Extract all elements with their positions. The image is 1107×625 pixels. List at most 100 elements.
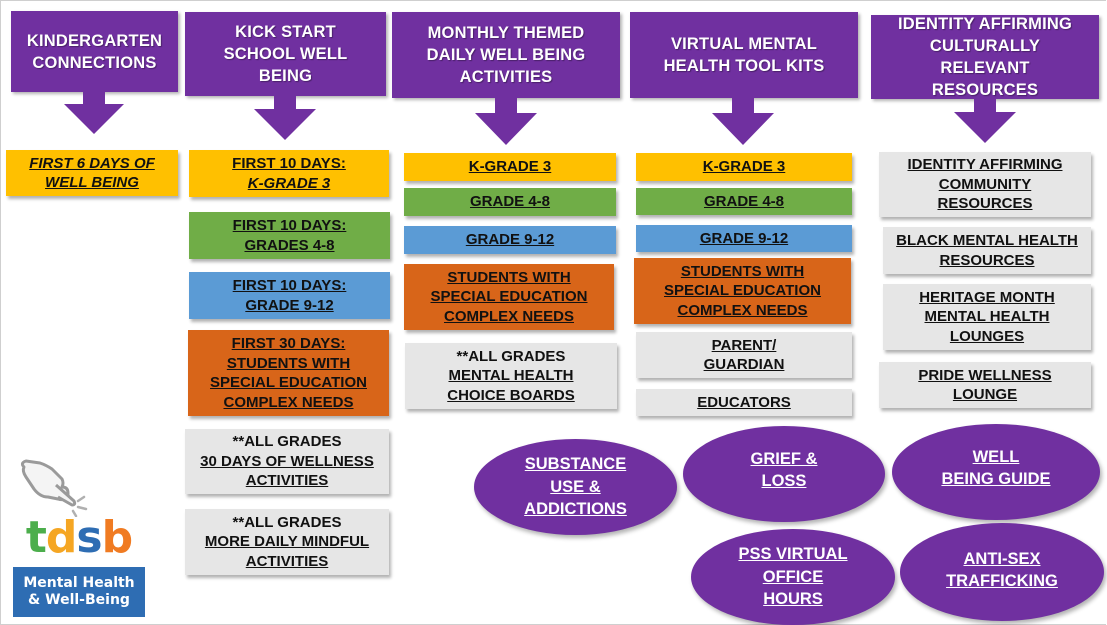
link-text: COMPLEX NEEDS xyxy=(677,301,808,319)
link-toolkit-4-8[interactable]: GRADE 4-8 xyxy=(636,188,852,215)
link-text: GRADES 4-8 xyxy=(244,236,335,254)
logo-letter: b xyxy=(101,512,133,563)
header-virtual-toolkits: VIRTUAL MENTAL HEALTH TOOL KITS xyxy=(630,12,858,98)
link-text: GRIEF & xyxy=(750,449,818,468)
logo-letter: t xyxy=(25,512,47,563)
link-black-mental-health[interactable]: BLACK MENTAL HEALTH RESOURCES xyxy=(883,227,1091,274)
link-text: LOUNGE xyxy=(952,386,1018,403)
link-first-6-days[interactable]: FIRST 6 DAYS OF WELL BEING xyxy=(6,150,178,196)
link-text: K-GRADE 3 xyxy=(702,158,786,176)
link-text: TRAFFICKING xyxy=(946,572,1058,590)
link-grief-loss[interactable]: GRIEF & LOSS xyxy=(683,426,885,522)
link-anti-sex-trafficking[interactable]: ANTI-SEX TRAFFICKING xyxy=(900,523,1104,621)
link-text: GRADE 4-8 xyxy=(469,193,551,211)
header-line: ACTIVITIES xyxy=(459,68,553,86)
link-text: HOURS xyxy=(763,590,823,609)
link-text: IDENTITY AFFIRMING xyxy=(907,156,1063,174)
link-text: FIRST 6 DAYS OF xyxy=(29,154,155,172)
link-text: CHOICE BOARDS xyxy=(447,386,575,404)
link-monthly-k-3[interactable]: K-GRADE 3 xyxy=(404,153,616,181)
link-pride-wellness-lounge[interactable]: PRIDE WELLNESS LOUNGE xyxy=(879,362,1091,408)
down-arrow-icon xyxy=(475,97,537,145)
link-toolkit-educators[interactable]: EDUCATORS xyxy=(636,389,852,416)
link-text: FIRST 10 DAYS: xyxy=(232,217,347,234)
link-toolkit-k-3[interactable]: K-GRADE 3 xyxy=(636,153,852,181)
link-toolkit-9-12[interactable]: GRADE 9-12 xyxy=(636,225,852,252)
link-prefix: **ALL GRADES xyxy=(232,513,342,531)
down-arrow-icon xyxy=(64,91,124,134)
tdsb-logo: tdsb Mental Health & Well-Being xyxy=(10,455,148,617)
header-line: RESOURCES xyxy=(931,81,1039,99)
link-text: ADDICTIONS xyxy=(524,500,627,519)
header-line: KINDERGARTEN xyxy=(26,31,163,50)
tdsb-wordmark: tdsb xyxy=(10,515,148,561)
link-text: STUDENTS WITH xyxy=(447,268,571,286)
link-text: COMPLEX NEEDS xyxy=(223,393,354,411)
link-text: RESOURCES xyxy=(939,251,1035,269)
pointing-hand-icon xyxy=(20,459,88,517)
link-text: STUDENTS WITH xyxy=(226,354,351,372)
link-monthly-4-8[interactable]: GRADE 4-8 xyxy=(404,188,616,216)
header-line: IDENTITY AFFIRMING xyxy=(897,15,1073,33)
link-prefix: **ALL GRADES xyxy=(232,433,342,451)
header-line: VIRTUAL MENTAL xyxy=(670,35,818,53)
link-text: USE & xyxy=(550,477,601,496)
link-text: PSS VIRTUAL xyxy=(738,545,848,564)
link-text: K-GRADE 3 xyxy=(247,174,331,192)
link-text: COMMUNITY xyxy=(938,175,1032,193)
down-arrow-icon xyxy=(254,95,316,140)
link-text: HERITAGE MONTH xyxy=(919,288,1055,306)
link-text: OFFICE xyxy=(762,567,824,586)
link-text: LOSS xyxy=(761,472,807,490)
link-first-10-days-k-3[interactable]: FIRST 10 DAYS:K-GRADE 3 xyxy=(189,150,389,197)
link-text: PRIDE WELLNESS xyxy=(918,366,1052,384)
down-arrow-icon xyxy=(954,98,1016,143)
link-text: SPECIAL EDUCATION xyxy=(430,288,588,306)
link-text: WELL BEING xyxy=(45,174,139,191)
link-first-10-days-9-12[interactable]: FIRST 10 DAYS: GRADE 9-12 xyxy=(189,272,390,319)
link-text: PARENT/ xyxy=(711,336,777,354)
link-substance-use-addictions[interactable]: SUBSTANCE USE & ADDICTIONS xyxy=(474,439,677,535)
link-first-10-days-4-8[interactable]: FIRST 10 DAYS: GRADES 4-8 xyxy=(189,212,390,259)
header-line: CULTURALLY xyxy=(929,37,1041,55)
link-text: MENTAL HEALTH xyxy=(924,308,1050,326)
link-pss-virtual-office-hours[interactable]: PSS VIRTUAL OFFICE HOURS xyxy=(691,529,895,625)
link-text: COMPLEX NEEDS xyxy=(443,307,575,325)
link-text: ACTIVITIES xyxy=(245,552,329,570)
header-line: HEALTH TOOL KITS xyxy=(663,57,825,75)
link-text: K-GRADE 3 xyxy=(468,158,552,176)
link-text: SPECIAL EDUCATION xyxy=(664,282,821,300)
header-line: DAILY WELL BEING xyxy=(426,46,586,64)
link-text: FIRST 10 DAYS: xyxy=(232,277,347,294)
link-text: BLACK MENTAL HEALTH xyxy=(896,232,1078,249)
link-text: GRADE 9-12 xyxy=(245,296,334,314)
link-toolkit-parent-guardian[interactable]: PARENT/GUARDIAN xyxy=(636,332,852,378)
link-text: EDUCATORS xyxy=(697,393,791,411)
link-text: GUARDIAN xyxy=(703,356,785,373)
link-monthly-9-12[interactable]: GRADE 9-12 xyxy=(404,226,616,254)
logo-band-line: Mental Health xyxy=(23,575,135,591)
link-text: SUBSTANCE xyxy=(524,455,627,474)
link-text: RESOURCES xyxy=(937,195,1033,213)
link-text: ANTI-SEX xyxy=(963,549,1041,568)
link-text: GRADE 9-12 xyxy=(465,231,555,249)
link-prefix: **ALL GRADES xyxy=(456,347,566,365)
header-line: BEING xyxy=(258,67,313,85)
header-line: CONNECTIONS xyxy=(32,53,157,72)
link-text: LOUNGES xyxy=(949,327,1025,345)
logo-band-line: & Well-Being xyxy=(28,592,130,608)
down-arrow-icon xyxy=(712,97,774,145)
link-text: GRADE 9-12 xyxy=(699,229,789,247)
link-text: WELL xyxy=(972,447,1020,466)
link-text: MORE DAILY MINDFUL xyxy=(204,533,370,551)
